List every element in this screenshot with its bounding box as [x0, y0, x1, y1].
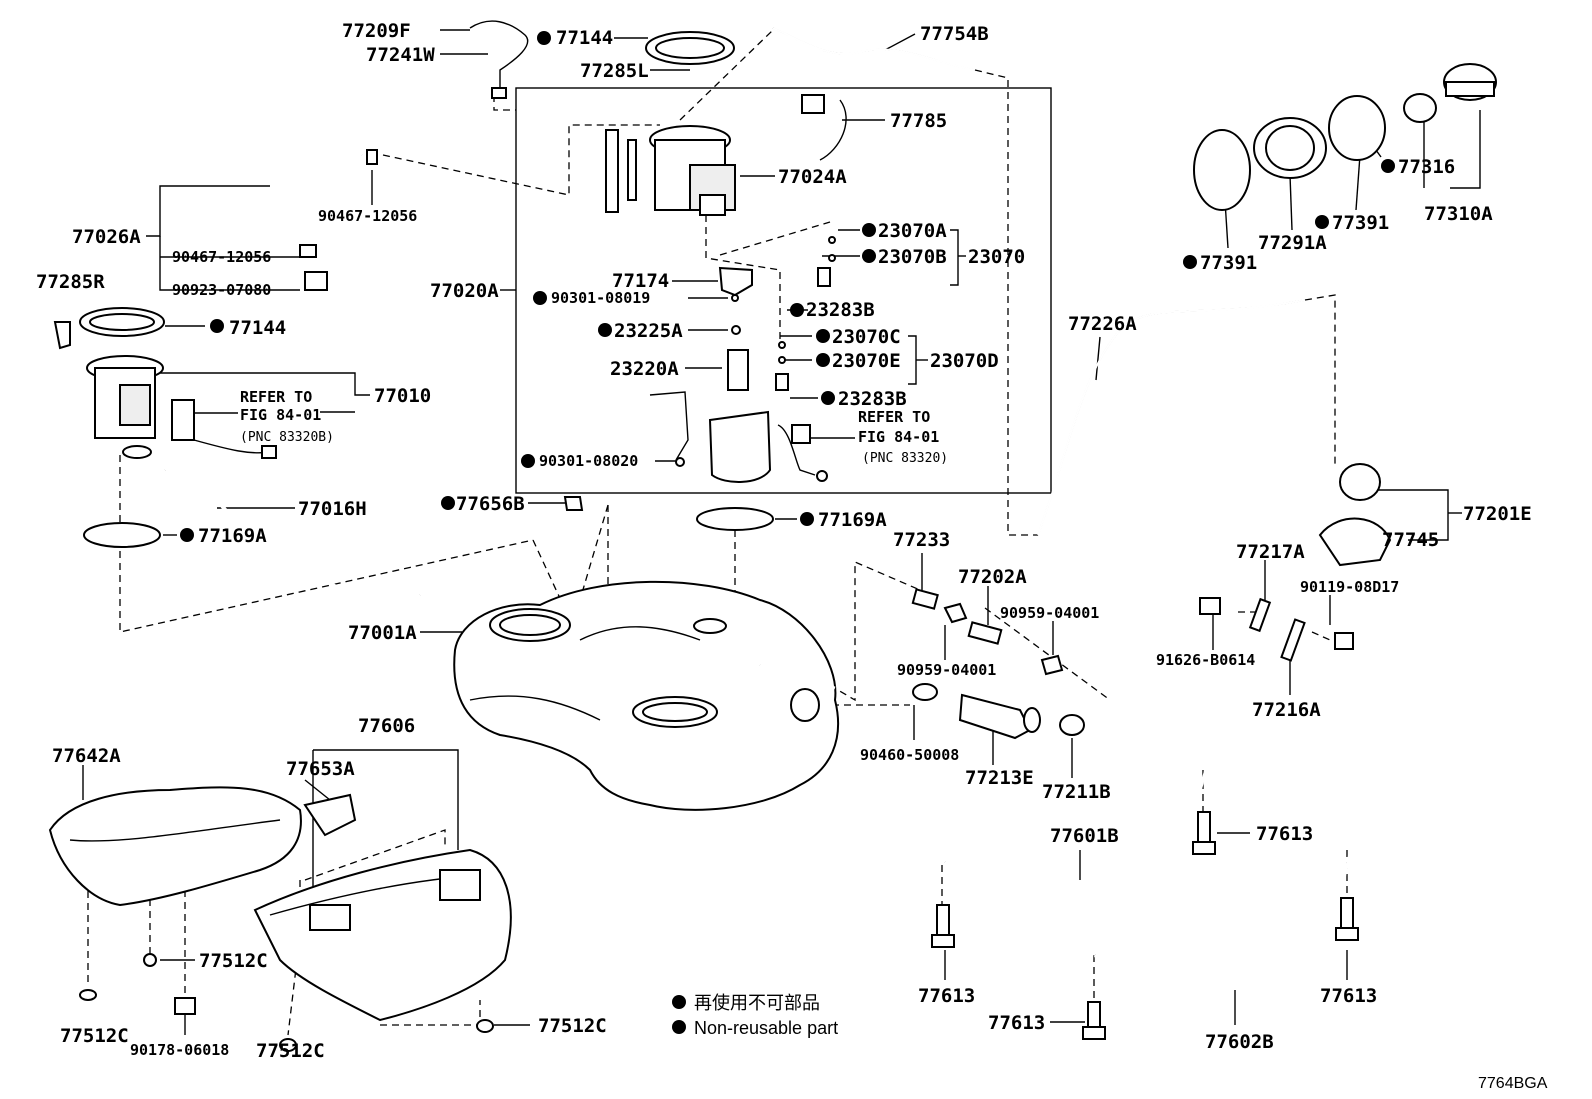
legend-text-en: Non-reusable part	[694, 1018, 838, 1038]
label-23070A: 23070A	[878, 220, 947, 242]
refer-fig-2-line1: REFER TO	[858, 408, 930, 426]
label-23070: 23070	[968, 246, 1025, 268]
label-23070E: 23070E	[832, 350, 901, 372]
label-77512C-b: 77512C	[60, 1025, 129, 1047]
label-90119-08D17: 90119-08D17	[1300, 578, 1399, 596]
label-90460-50008: 90460-50008	[860, 746, 959, 764]
label-77213E: 77213E	[965, 767, 1034, 789]
label-23070B: 23070B	[878, 246, 947, 268]
label-77241W: 77241W	[366, 44, 435, 66]
label-77291A: 77291A	[1258, 232, 1327, 254]
label-77001A: 77001A	[348, 622, 417, 644]
label-77613-d: 77613	[988, 1012, 1045, 1034]
label-77613-c: 77613	[1320, 985, 1377, 1007]
label-77217A: 77217A	[1236, 541, 1305, 563]
label-77601B: 77601B	[1050, 825, 1119, 847]
label-77216A: 77216A	[1252, 699, 1321, 721]
label-77613-a: 77613	[1256, 823, 1313, 845]
label-77642A: 77642A	[52, 745, 121, 767]
label-77024A: 77024A	[778, 166, 847, 188]
label-90301-08020: 90301-08020	[539, 452, 638, 470]
label-77233: 77233	[893, 529, 950, 551]
label-77020A: 77020A	[430, 280, 499, 302]
label-77606: 77606	[358, 715, 415, 737]
label-77285L: 77285L	[580, 60, 649, 82]
part-labels: 77209F 77241W 77144 77285L 77754B 77785 …	[36, 20, 1532, 1062]
refer-fig-2-line2: FIG 84-01	[858, 428, 939, 446]
label-77016H: 77016H	[298, 498, 367, 520]
label-77656B: 77656B	[456, 493, 525, 515]
label-77202A: 77202A	[958, 566, 1027, 588]
label-77211B: 77211B	[1042, 781, 1111, 803]
label-77026A: 77026A	[72, 226, 141, 248]
label-77391-b: 77391	[1200, 252, 1257, 274]
label-23220A: 23220A	[610, 358, 679, 380]
label-77512C-d: 77512C	[538, 1015, 607, 1037]
label-23070D: 23070D	[930, 350, 999, 372]
label-77201E: 77201E	[1463, 503, 1532, 525]
refer-fig-2-line3: (PNC 83320)	[862, 451, 948, 466]
part-drawings	[48, 20, 1497, 1052]
label-77316: 77316	[1398, 156, 1455, 178]
label-77512C-c: 77512C	[256, 1040, 325, 1062]
label-77144-left: 77144	[229, 317, 286, 339]
refer-fig-1-line3: (PNC 83320B)	[240, 430, 334, 445]
label-77602B: 77602B	[1205, 1031, 1274, 1053]
refer-fig-1-line1: REFER TO	[240, 388, 312, 406]
leader-lines	[82, 29, 1481, 1035]
label-77653A: 77653A	[286, 758, 355, 780]
label-77613-b: 77613	[918, 985, 975, 1007]
label-77310A: 77310A	[1424, 203, 1493, 225]
label-23225A: 23225A	[614, 320, 683, 342]
figure-code: 7764BGA	[1478, 1075, 1548, 1092]
label-91626-B0614: 91626-B0614	[1156, 651, 1255, 669]
label-23283B-a: 23283B	[806, 299, 875, 321]
label-77169A-mid: 77169A	[818, 509, 887, 531]
label-90301-08019: 90301-08019	[551, 289, 650, 307]
label-90467-12056-b: 90467-12056	[172, 248, 271, 266]
label-77144-top: 77144	[556, 27, 613, 49]
label-77754B: 77754B	[920, 23, 989, 45]
label-90959-04001-b: 90959-04001	[897, 661, 996, 679]
label-77391-a: 77391	[1332, 212, 1389, 234]
label-77285R: 77285R	[36, 271, 105, 293]
label-23283B-b: 23283B	[838, 388, 907, 410]
label-77226A: 77226A	[1068, 313, 1137, 335]
label-77512C-a: 77512C	[199, 950, 268, 972]
label-77010: 77010	[374, 385, 431, 407]
legend-text-cn: 再使用不可部品	[694, 993, 820, 1013]
label-77745: 77745	[1382, 529, 1439, 551]
label-77169A-left: 77169A	[198, 525, 267, 547]
label-90467-12056-a: 90467-12056	[318, 207, 417, 225]
label-77785: 77785	[890, 110, 947, 132]
label-90178-06018: 90178-06018	[130, 1041, 229, 1059]
non-reusable-markers	[180, 31, 1395, 1034]
label-77174: 77174	[612, 270, 669, 292]
legend: 再使用不可部品 Non-reusable part	[694, 993, 838, 1038]
label-23070C: 23070C	[832, 326, 901, 348]
label-77209F: 77209F	[342, 20, 411, 42]
refer-fig-1-line2: FIG 84-01	[240, 406, 321, 424]
label-90923-07080: 90923-07080	[172, 281, 271, 299]
label-90959-04001-a: 90959-04001	[1000, 604, 1099, 622]
